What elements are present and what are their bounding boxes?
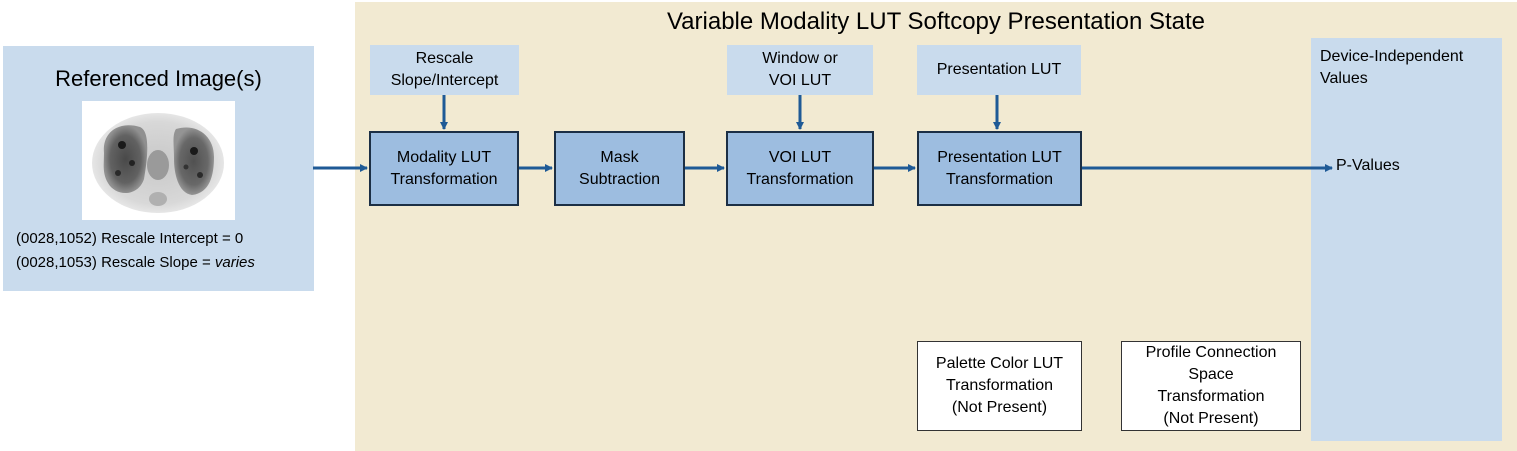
- rescale-parameter-box: Rescale Slope/Intercept: [370, 45, 519, 95]
- pcs-line1: Profile Connection: [1145, 344, 1277, 361]
- mask-subtraction-box: Mask Subtraction: [554, 131, 685, 206]
- pcs-line4: (Not Present): [1163, 410, 1259, 427]
- device-independent-line2: Values: [1320, 70, 1368, 87]
- mask-line1: Mask: [600, 148, 639, 166]
- palette-line2: Transformation: [946, 377, 1053, 394]
- window-line1: Window or: [762, 50, 838, 67]
- device-independent-line1: Device-Independent: [1320, 48, 1464, 65]
- mask-line2: Subtraction: [579, 170, 660, 188]
- plut-line1: Presentation LUT: [937, 148, 1062, 166]
- device-independent-panel: [1311, 38, 1502, 441]
- rescale-line1: Rescale: [415, 50, 474, 67]
- presentation-lut-parameter-box: Presentation LUT: [917, 45, 1081, 95]
- p-values-label: P-Values: [1336, 157, 1400, 174]
- modality-line2: Transformation: [390, 170, 498, 188]
- pcs-line2: Space: [1188, 366, 1234, 383]
- voi-line1: VOI LUT: [768, 148, 832, 166]
- referenced-images-title: Referenced Image(s): [55, 66, 262, 91]
- voi-lut-box: VOI LUT Transformation: [726, 131, 874, 206]
- palette-line1: Palette Color LUT: [935, 355, 1064, 372]
- palette-line3: (Not Present): [951, 399, 1048, 416]
- pcs-line3: Transformation: [1157, 388, 1265, 405]
- profile-connection-space-box: Profile Connection Space Transformation …: [1121, 341, 1301, 431]
- rescale-line2: Slope/Intercept: [390, 72, 499, 89]
- rescale-intercept-text: (0028,1052) Rescale Intercept = 0: [16, 230, 244, 247]
- rescale-slope-value: varies: [214, 254, 255, 271]
- presentation-lut-box: Presentation LUT Transformation: [917, 131, 1082, 206]
- modality-line1: Modality LUT: [396, 148, 492, 166]
- voi-line2: Transformation: [746, 170, 854, 188]
- rescale-slope-text: (0028,1053) Rescale Slope = varies: [16, 254, 255, 271]
- palette-color-lut-box: Palette Color LUT Transformation (Not Pr…: [917, 341, 1082, 431]
- modality-lut-box: Modality LUT Transformation: [369, 131, 519, 206]
- presentation-lut-label: Presentation LUT: [936, 61, 1062, 78]
- presentation-state-title: Variable Modality LUT Softcopy Presentat…: [666, 8, 1206, 35]
- rescale-slope-prefix: (0028,1053) Rescale Slope =: [16, 254, 215, 271]
- pet-scan-drawing: [92, 113, 224, 213]
- window-parameter-box: Window or VOI LUT: [727, 45, 873, 95]
- plut-line2: Transformation: [946, 170, 1053, 188]
- window-line2: VOI LUT: [768, 72, 832, 89]
- device-independent-title: Device-Independent Values: [1320, 46, 1500, 90]
- pet-scan-image: [82, 101, 235, 220]
